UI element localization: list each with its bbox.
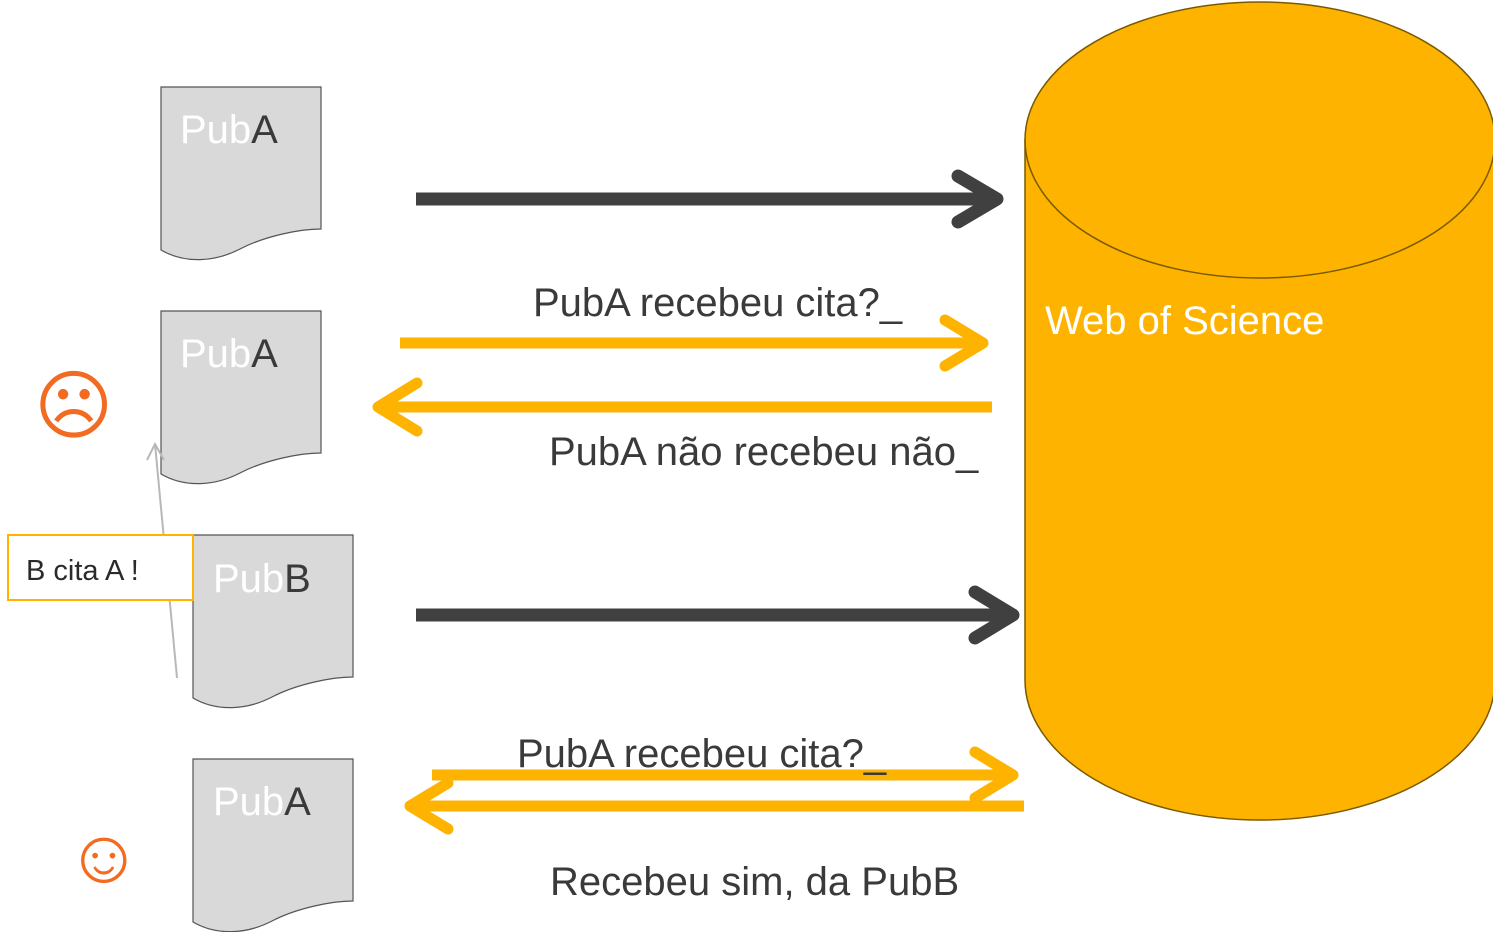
database-cylinder: Web of Science [1024, 1, 1493, 821]
document-shape [160, 86, 322, 261]
citation-note-box [7, 534, 194, 601]
query-label-1: PubA recebeu cita?_ [533, 281, 903, 325]
document-title: PubA [180, 108, 278, 152]
document-puba-2: PubA [160, 310, 322, 485]
sad-face-icon: ☹ [34, 364, 113, 449]
query-label-2: PubA recebeu cita?_ [517, 732, 887, 776]
answer-label-1: PubA não recebeu não_ [549, 430, 979, 474]
citation-arrow-head [146, 441, 165, 461]
database-body [1024, 139, 1493, 821]
document-shape [192, 534, 354, 709]
answer-arrow-2 [404, 777, 1024, 835]
document-pubb: PubB [192, 534, 354, 709]
document-shape [160, 310, 322, 485]
document-title: PubA [180, 332, 278, 376]
document-shape [192, 758, 354, 932]
happy-face-icon: ☺ [65, 814, 143, 899]
database-label: Web of Science [1045, 299, 1324, 343]
citation-link: B cita A ! [7, 441, 194, 679]
submit-arrow-pubb [416, 585, 1020, 645]
document-title: PubB [213, 557, 311, 601]
database-top [1024, 1, 1493, 279]
query-arrow-1 [400, 314, 989, 372]
submit-arrow-puba [416, 169, 1004, 229]
answer-arrow-1 [372, 377, 992, 437]
answer-label-2: Recebeu sim, da PubB [550, 860, 959, 904]
query-arrow-2 [432, 746, 1019, 804]
citation-note-label: B cita A ! [26, 555, 139, 587]
document-puba-1: PubA [160, 86, 322, 261]
document-puba-3: PubA [192, 758, 354, 932]
document-title: PubA [213, 780, 311, 824]
